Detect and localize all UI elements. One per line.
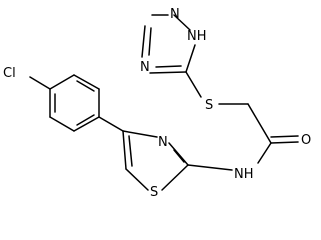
nh-carbonyl-bond xyxy=(257,142,272,164)
triazole-ring xyxy=(141,14,196,74)
s-triazole-bond xyxy=(185,71,202,98)
benzene-bond xyxy=(73,116,100,132)
thiazole-bond xyxy=(161,164,189,191)
aryl-thiazole-bond xyxy=(98,116,124,132)
benzene-bond xyxy=(73,74,100,90)
c-nh-bond xyxy=(187,164,233,171)
benzene-bond xyxy=(49,74,75,90)
benzene-double-bond xyxy=(76,114,95,126)
c-o-double-bond xyxy=(270,135,299,138)
thiazole-bond xyxy=(122,130,127,170)
thiazole-s-label: S xyxy=(150,185,158,200)
triazole-bond xyxy=(149,71,187,74)
thiazole-double-bond xyxy=(128,135,133,167)
thiazole-n-label: N xyxy=(158,135,168,150)
triazole-bond xyxy=(141,25,146,58)
thiazole-double-bond xyxy=(173,149,185,163)
chlorine-label: Cl xyxy=(3,66,16,81)
triazole-bond xyxy=(173,14,191,31)
triazole-bond xyxy=(185,44,196,73)
structure-canvas: Cl N NH N S O N NH S xyxy=(3,7,311,200)
benzene-bond xyxy=(49,116,75,132)
triazole-n-left-label: N xyxy=(140,60,150,75)
benzene-double-bond xyxy=(76,80,95,92)
chlorophenyl-group xyxy=(29,74,100,132)
triazole-double-bond xyxy=(155,65,182,68)
carbonyl-ch2-bond xyxy=(247,103,272,144)
molecule-structure: Cl N NH N S O N NH S xyxy=(3,7,311,200)
thiazole-ring xyxy=(122,130,189,191)
carbonyl-o-label: O xyxy=(301,133,311,148)
thiazole-bond xyxy=(168,142,189,166)
triazole-nh-label: NH xyxy=(187,29,207,44)
thiazole-bond xyxy=(122,130,158,138)
amide-nh-label: NH xyxy=(234,167,254,182)
triazole-n-top-label: N xyxy=(170,7,180,22)
triazole-double-bond xyxy=(148,27,152,56)
carbonyl-group xyxy=(270,135,299,144)
thioether-s-label: S xyxy=(205,98,213,113)
c-o-double-bond xyxy=(270,141,299,144)
c-cl-bond xyxy=(29,76,51,90)
thiazole-bond xyxy=(125,168,149,191)
